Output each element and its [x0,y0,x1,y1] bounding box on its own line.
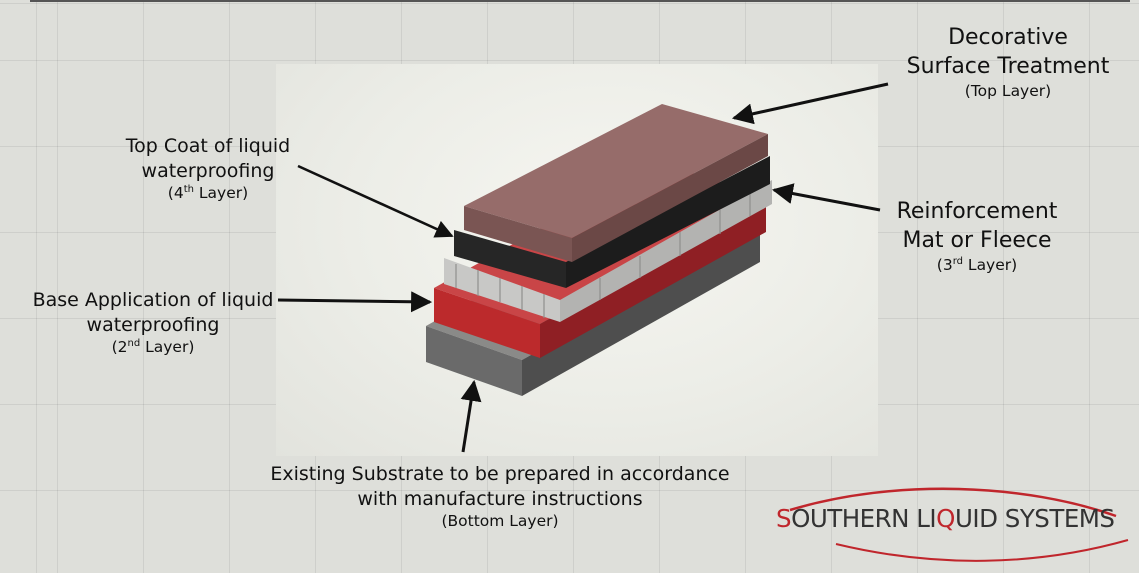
logo-first-letter: S [776,504,792,533]
logo-rest-1: OUTHERN LI [791,504,937,533]
top-coat-side-face [566,156,770,288]
label-base-layer: (2nd Layer) [14,337,292,357]
company-logo: SOUTHERN LIQUID SYSTEMS [776,482,1139,570]
reinforcement-front-face [444,258,560,322]
label-top-coat-line1: Top Coat of liquid [125,135,291,157]
label-substrate-line2: with manufacture instructions [357,487,643,510]
label-reinforcement-layer: (3rd Layer) [862,255,1092,275]
decorative-front-face [464,206,572,262]
layer-suffix: Layer) [140,338,195,357]
logo-text: SOUTHERN LIQUID SYSTEMS [776,504,1139,533]
logo-swoosh [789,487,1129,562]
label-substrate-layer: (Bottom Layer) [441,512,559,531]
base-front-face [434,288,540,358]
label-decorative-line2: Surface Treatment [906,53,1110,79]
top-coat-block [454,156,770,288]
label-substrate: Existing Substrate to be prepared in acc… [250,462,750,532]
layer-sup: nd [127,338,141,350]
reinforcement-side-face [560,180,772,322]
label-decorative-line1: Decorative [948,25,1068,50]
label-top-coat: Top Coat of liquid waterproofing (4th La… [88,134,328,204]
layer-prefix: (2 [111,338,128,357]
label-top-coat-line2: waterproofing [141,159,275,182]
label-top-coat-layer: (4th Layer) [88,183,328,203]
arrow-decorative [731,82,889,125]
layer-sup: rd [952,256,963,268]
arrow-substrate [460,379,482,453]
layer-suffix: Layer) [193,184,249,203]
top-coat-front-face [454,230,566,288]
label-reinforcement-line1: Reinforcement [896,199,1058,224]
logo-rest-2: UID SYSTEMS [954,504,1115,533]
arrow-top-coat [297,164,454,238]
layer-sup: th [183,184,194,196]
reinforcement-block [444,180,772,322]
label-substrate-line1: Existing Substrate to be prepared in acc… [270,463,730,485]
label-reinforcement: Reinforcement Mat or Fleece (3rd Layer) [862,198,1092,275]
label-base-line2: waterproofing [86,313,220,336]
label-base-line1: Base Application of liquid [32,289,274,311]
top-rule [30,0,1130,2]
layer-suffix: Layer) [963,256,1018,275]
decorative-top-face [464,104,768,238]
logo-q: Q [936,504,955,533]
label-decorative-layer: (Top Layer) [964,82,1052,101]
decorative-side-face [572,134,768,262]
label-decorative: Decorative Surface Treatment (Top Layer) [888,24,1128,101]
label-reinforcement-line2: Mat or Fleece [902,227,1052,253]
substrate-front-face [426,326,522,396]
arrow-reinforcement [771,183,881,212]
decorative-block [464,104,768,262]
arrow-base [277,291,433,313]
label-base: Base Application of liquid waterproofing… [14,288,292,358]
layer-prefix: (3 [936,256,953,275]
layer-prefix: (4 [167,184,184,203]
